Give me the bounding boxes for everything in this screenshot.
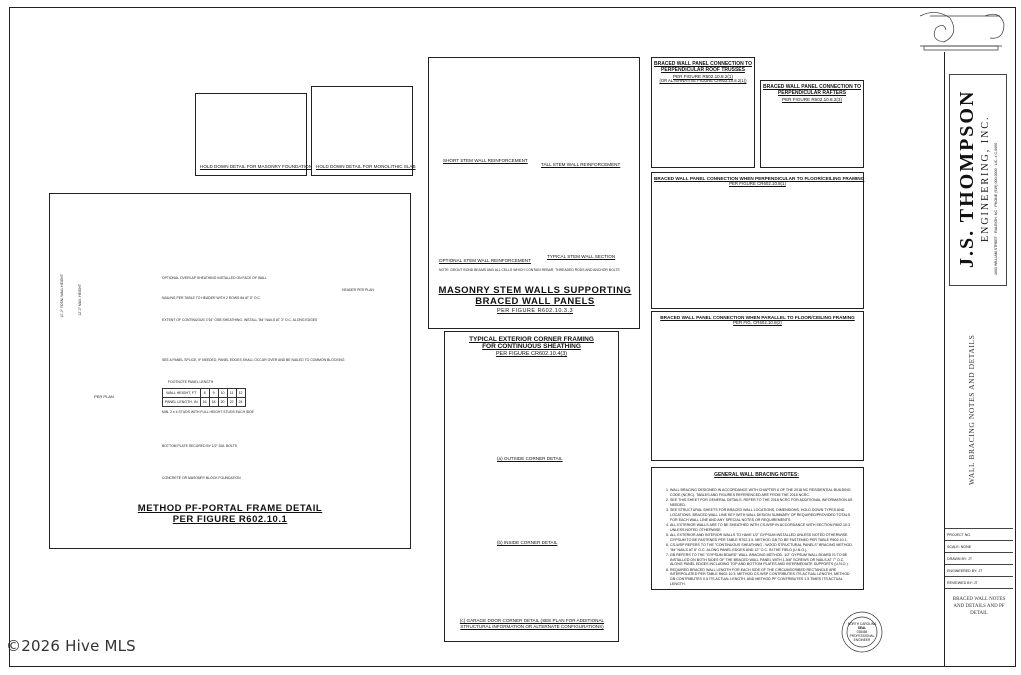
general-notes-panel: GENERAL WALL BRACING NOTES: WALL BRACING…	[651, 467, 864, 590]
parallel-title: BRACED WALL PANEL CONNECTION WHEN PARALL…	[660, 315, 855, 326]
firm-address: 1603 WILLIAM STREET · RALEIGH, NC · PHON…	[994, 142, 998, 275]
garage-corner-label: (c) GARAGE DOOR CORNER DETAIL (SEE PLAN …	[459, 618, 605, 629]
portal-left-dimension-2: 12'-0" MAX. HEIGHT	[78, 284, 82, 316]
list-item: WALL BRACING DESIGNED IN ACCORDANCE WITH…	[670, 488, 855, 498]
project-no-row: PROJECT NO.	[945, 529, 1013, 541]
list-item: SEE THIS SHEET FOR GENERAL DETAILS. REFE…	[670, 498, 855, 508]
engineered-by-row: ENGINEERED BY: JT	[945, 565, 1013, 577]
scale-row: SCALE: NONE	[945, 541, 1013, 553]
portal-note-5: MIN. 2 x 4 STUDS WITH FULL HEIGHT STUDS …	[162, 410, 254, 414]
portal-header-label: HEADER PER PLAN	[342, 288, 374, 292]
perpendicular-connection-panel: BRACED WALL PANEL CONNECTION WHEN PERPEN…	[651, 172, 864, 309]
inside-corner-label: (b) INSIDE CORNER DETAIL	[497, 540, 558, 545]
hold-down-masonry-panel: HOLD DOWN DETAIL FOR MASONRY FOUNDATION	[195, 93, 312, 176]
list-item: GB REFERS TO THE "GYPSUM BOARD" WALL BRA…	[670, 553, 855, 568]
masonry-stem-wall-panel: SHORT STEM WALL REINFORCEMENT TALL STEM …	[428, 57, 640, 329]
engineer-seal: NORTH CAROLINA SEAL 038465 PROFESSIONAL …	[847, 622, 877, 642]
list-item: ALL EXTERIOR WALLS ARE TO BE SHEATHED WI…	[670, 523, 855, 533]
firm-subtitle: ENGINEERING, INC.	[980, 115, 991, 243]
masonry-note: NOTE: GROUT BOND BEAMS AND ALL CELLS WHI…	[439, 268, 620, 272]
sheet-description: BRACED WALL NOTES AND DETAILS AND PF DET…	[952, 597, 1006, 616]
portal-table-header: FOOTNOTE PANEL LENGTH	[168, 380, 214, 384]
portal-note-3: EXTENT OF CONTINUOUS 7/16" OSB SHEATHING…	[162, 318, 318, 322]
perpendicular-title: BRACED WALL PANEL CONNECTION WHEN PERPEN…	[654, 176, 865, 187]
hold-down-slab-title: HOLD DOWN DETAIL FOR MONOLITHIC SLAB	[316, 164, 416, 169]
title-block-rows: PROJECT NO. SCALE: NONE DRAWN BY: JT ENG…	[945, 528, 1013, 589]
firm-logo-box: J.S. THOMPSON ENGINEERING, INC. 1603 WIL…	[949, 74, 1007, 286]
portal-frame-panel: 10'-0" TOTAL WALL HEIGHT 12'-0" MAX. HEI…	[49, 193, 411, 549]
short-stem-wall-label: SHORT STEM WALL REINFORCEMENT	[443, 158, 528, 163]
portal-note-6: BOTTOM PLATE SECURED BY 1/2" DIA. BOLTS	[162, 444, 237, 448]
portal-note-7: CONCRETE OR MASONRY BLOCK FOUNDATION	[162, 476, 241, 480]
watermark: ©2026 Hive MLS	[6, 637, 136, 655]
hold-down-slab-panel: HOLD DOWN DETAIL FOR MONOLITHIC SLAB	[311, 86, 416, 176]
portal-per-plan: PER PLAN	[94, 394, 114, 399]
portal-left-dimension: 10'-0" TOTAL WALL HEIGHT	[60, 274, 64, 318]
general-notes-title: GENERAL WALL BRACING NOTES:	[714, 472, 799, 478]
list-item: REQUIRED BRACED WALL LENGTH FOR EACH SID…	[670, 568, 855, 587]
portal-note-1: OPTIONAL OVERLAP SHEATHING INSTALLED ON …	[162, 276, 268, 280]
list-item: SEE STRUCTURAL SHEETS FOR BRACED WALL LO…	[670, 508, 855, 523]
parallel-connection-panel: BRACED WALL PANEL CONNECTION WHEN PARALL…	[651, 311, 864, 461]
title-block: J.S. THOMPSON ENGINEERING, INC. 1603 WIL…	[944, 52, 1014, 666]
optional-stem-wall-label: OPTIONAL STEM WALL REINFORCEMENT	[439, 258, 531, 263]
outside-corner-label: (a) OUTSIDE CORNER DETAIL	[497, 456, 563, 461]
tall-stem-wall-label: TALL STEM WALL REINFORCEMENT	[541, 162, 621, 167]
drawn-by-row: DRAWN BY: JT	[945, 553, 1013, 565]
firm-name: J.S. THOMPSON	[956, 89, 978, 269]
list-item: ALL EXTERIOR AND INTERIOR WALLS TO HAVE …	[670, 533, 855, 543]
hold-down-masonry-title: HOLD DOWN DETAIL FOR MASONRY FOUNDATION	[200, 164, 313, 169]
portal-note-4: SEE A PANEL SPLICE, IF NEEDED, PANEL EDG…	[162, 358, 345, 362]
drawing-sheet-border	[9, 7, 1016, 667]
reviewed-by-row: REVIEWED BY: JT	[945, 577, 1013, 589]
sheet-title: WALL BRACING NOTES AND DETAILS	[967, 334, 976, 486]
general-notes-list: WALL BRACING DESIGNED IN ACCORDANCE WITH…	[662, 488, 855, 587]
portal-note-2: NAILING PER TABLE TO HEADER WITH 2 ROWS …	[162, 296, 261, 300]
list-item: CS-WSP REFERS TO THE "CONTINUOUS SHEATHI…	[670, 543, 855, 553]
typical-stem-wall-label: TYPICAL STEM WALL SECTION	[547, 254, 616, 259]
